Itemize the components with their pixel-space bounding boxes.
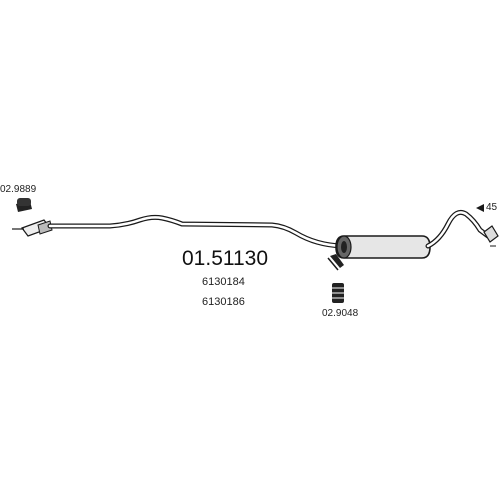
- right-hanger-label: 02.9048: [322, 308, 359, 319]
- main-part-number: 01.51130: [182, 247, 268, 270]
- oem-number-2: 6130186: [202, 296, 245, 308]
- right-rubber-hanger: [332, 283, 344, 303]
- outlet-length-marker: [476, 204, 484, 212]
- oem-number-1: 6130184: [202, 276, 245, 288]
- tail-pipe-inner: [426, 211, 490, 248]
- left-rubber-hanger: [16, 198, 32, 212]
- front-pipe-inner: [48, 216, 344, 248]
- front-flange-clamp: [12, 219, 53, 237]
- outlet-length-label: 45: [486, 202, 498, 213]
- muffler-body: [335, 235, 431, 259]
- front-pipe: [47, 214, 345, 249]
- left-hanger-label: 02.9889: [0, 184, 37, 195]
- tail-tip: [483, 225, 499, 247]
- muffler-bracket: [327, 254, 344, 271]
